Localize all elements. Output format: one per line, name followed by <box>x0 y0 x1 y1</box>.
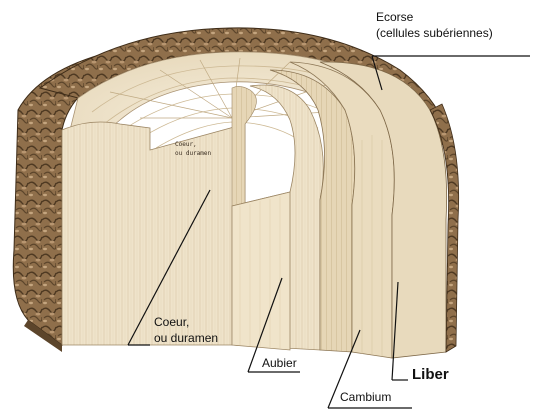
label-coeur: Coeur, <box>154 315 189 330</box>
label-coeur-detail: ou duramen <box>154 331 218 346</box>
label-aubier: Aubier <box>262 356 297 371</box>
label-cambium: Cambium <box>340 390 391 405</box>
inner-heartwood-label-1: Coeur, <box>175 141 197 149</box>
label-ecorse-detail: (cellules subériennes) <box>376 26 493 41</box>
heartwood-face <box>62 122 245 345</box>
label-ecorse: Ecorse <box>376 10 413 25</box>
label-liber: Liber <box>412 366 449 383</box>
inner-heartwood-label-2: ou duramen <box>175 150 211 158</box>
sapwood-front <box>232 192 290 350</box>
